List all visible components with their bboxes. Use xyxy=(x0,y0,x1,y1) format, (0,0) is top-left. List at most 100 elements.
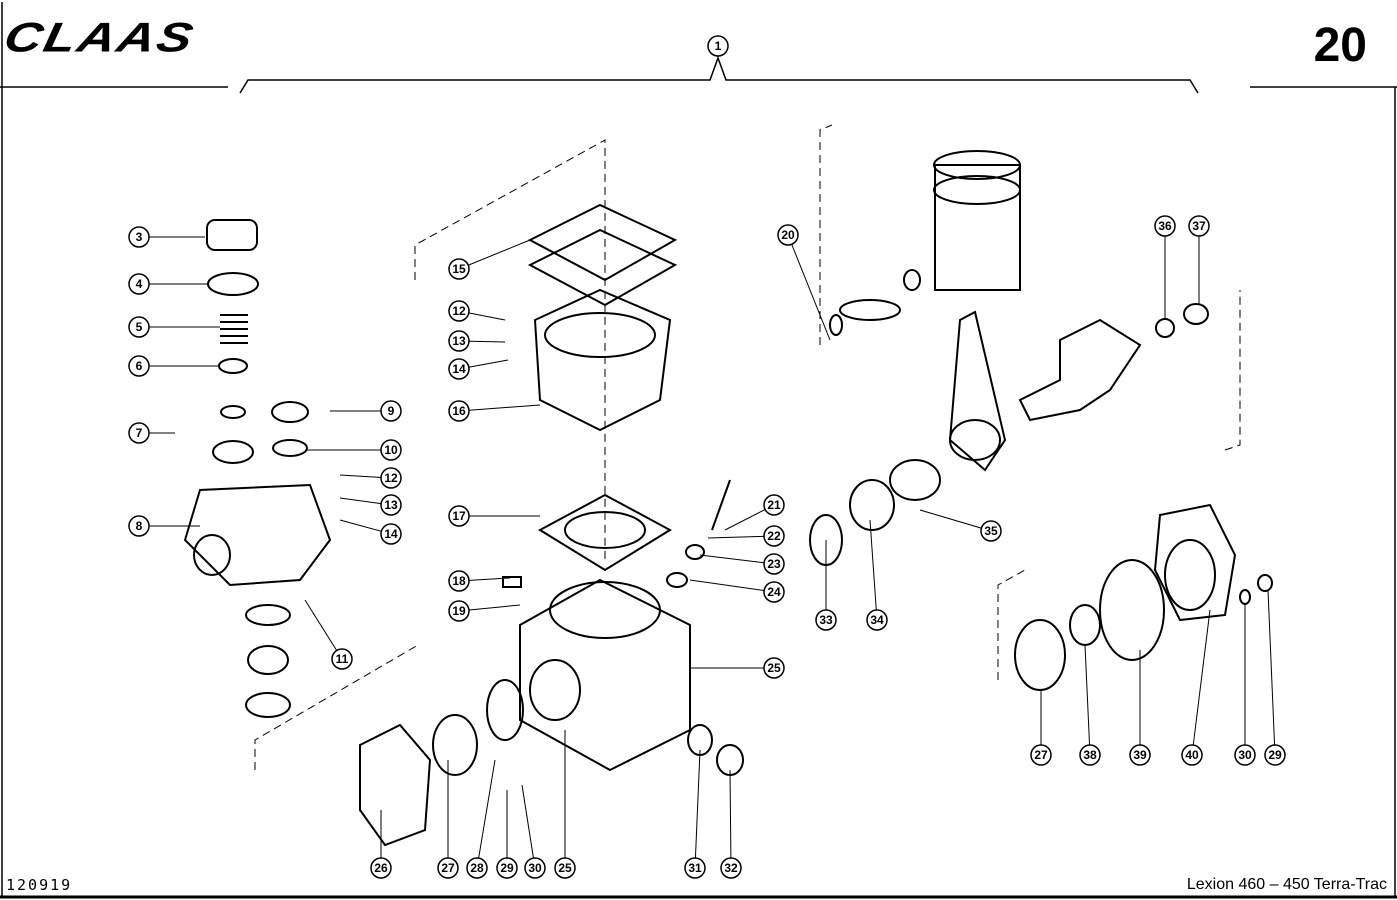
callout-number: 8 xyxy=(136,519,143,533)
callout-26[interactable]: 26 xyxy=(370,857,392,879)
callout-29[interactable]: 29 xyxy=(1264,744,1286,766)
callout-31[interactable]: 31 xyxy=(684,857,706,879)
part-outline xyxy=(549,581,661,639)
callout-28[interactable]: 28 xyxy=(466,857,488,879)
callout-11[interactable]: 11 xyxy=(331,648,353,670)
callout-25[interactable]: 25 xyxy=(554,857,576,879)
callout-19[interactable]: 19 xyxy=(448,600,470,622)
part-outline xyxy=(903,269,921,291)
part-outline xyxy=(502,576,522,588)
part-outline xyxy=(933,150,1021,180)
part-outline xyxy=(537,493,673,572)
part-outline xyxy=(533,288,672,432)
callout-33[interactable]: 33 xyxy=(815,609,837,631)
callout-30[interactable]: 30 xyxy=(1234,744,1256,766)
part-outline xyxy=(1014,619,1066,691)
callouts: 1345678910121314111512131416171819212223… xyxy=(128,35,1286,879)
part-outline xyxy=(245,692,291,718)
callout-12[interactable]: 12 xyxy=(448,300,470,322)
callout-27[interactable]: 27 xyxy=(437,857,459,879)
callout-14[interactable]: 14 xyxy=(448,358,470,380)
callout-number: 31 xyxy=(688,861,702,875)
part-outline xyxy=(432,714,478,776)
callout-25[interactable]: 25 xyxy=(763,657,785,679)
drawing-number: 120919 xyxy=(6,876,73,894)
callout-9[interactable]: 9 xyxy=(380,400,402,422)
part-outline xyxy=(948,310,1007,472)
callout-number: 14 xyxy=(384,527,398,541)
callout-number: 13 xyxy=(384,498,398,512)
callout-number: 23 xyxy=(767,557,781,571)
callout-10[interactable]: 10 xyxy=(380,439,402,461)
callout-29[interactable]: 29 xyxy=(496,857,518,879)
callout-number: 38 xyxy=(1083,748,1097,762)
part-outline xyxy=(245,604,291,626)
callout-number: 29 xyxy=(1268,748,1282,762)
part-outline xyxy=(207,272,259,296)
callout-number: 40 xyxy=(1185,748,1199,762)
callout-20[interactable]: 20 xyxy=(777,224,799,246)
callout-number: 39 xyxy=(1133,748,1147,762)
callout-16[interactable]: 16 xyxy=(448,400,470,422)
callout-15[interactable]: 15 xyxy=(448,258,470,280)
callout-34[interactable]: 34 xyxy=(866,609,888,631)
callout-35[interactable]: 35 xyxy=(980,520,1002,542)
callout-32[interactable]: 32 xyxy=(720,857,742,879)
callout-27[interactable]: 27 xyxy=(1030,744,1052,766)
callout-21[interactable]: 21 xyxy=(763,494,785,516)
callout-14[interactable]: 14 xyxy=(380,523,402,545)
callout-37[interactable]: 37 xyxy=(1188,215,1210,237)
callout-number: 9 xyxy=(388,404,395,418)
callout-3[interactable]: 3 xyxy=(128,226,150,248)
part-outline xyxy=(220,314,248,344)
callout-13[interactable]: 13 xyxy=(380,494,402,516)
callout-39[interactable]: 39 xyxy=(1129,744,1151,766)
leader-line xyxy=(707,535,775,539)
leader-line xyxy=(694,749,701,869)
part-outline xyxy=(1069,604,1101,646)
part-outline xyxy=(1183,303,1209,325)
part-outline xyxy=(711,479,731,531)
callout-5[interactable]: 5 xyxy=(128,316,150,338)
callout-8[interactable]: 8 xyxy=(128,515,150,537)
callout-1[interactable]: 1 xyxy=(707,35,729,57)
callout-18[interactable]: 18 xyxy=(448,570,470,592)
callout-17[interactable]: 17 xyxy=(448,505,470,527)
callout-40[interactable]: 40 xyxy=(1181,744,1203,766)
callout-6[interactable]: 6 xyxy=(128,355,150,377)
callout-38[interactable]: 38 xyxy=(1079,744,1101,766)
callout-24[interactable]: 24 xyxy=(763,581,785,603)
callout-number: 30 xyxy=(1238,748,1252,762)
part-outline xyxy=(272,439,308,457)
callout-number: 16 xyxy=(452,404,466,418)
part-outline xyxy=(1164,539,1216,611)
leader-lines xyxy=(139,46,1276,869)
leader-line xyxy=(919,509,992,532)
part-outline xyxy=(271,401,309,423)
callout-number: 6 xyxy=(136,359,143,373)
callout-number: 3 xyxy=(136,230,143,244)
callout-36[interactable]: 36 xyxy=(1154,215,1176,237)
part-outline xyxy=(519,578,691,772)
part-outline xyxy=(839,299,901,321)
leader-line xyxy=(521,784,536,869)
part-outline xyxy=(564,511,646,549)
callout-4[interactable]: 4 xyxy=(128,273,150,295)
callout-number: 27 xyxy=(1034,748,1048,762)
leader-line xyxy=(869,519,878,621)
callout-number: 33 xyxy=(819,613,833,627)
callout-22[interactable]: 22 xyxy=(763,525,785,547)
part-outline xyxy=(829,314,843,336)
leader-line xyxy=(787,234,831,341)
callout-12[interactable]: 12 xyxy=(380,467,402,489)
callout-7[interactable]: 7 xyxy=(128,422,150,444)
part-outline xyxy=(359,723,432,847)
callout-number: 34 xyxy=(870,613,884,627)
callout-13[interactable]: 13 xyxy=(448,330,470,352)
leader-line xyxy=(458,404,541,412)
callout-23[interactable]: 23 xyxy=(763,553,785,575)
callout-number: 12 xyxy=(452,304,466,318)
callout-30[interactable]: 30 xyxy=(524,857,546,879)
part-outline xyxy=(934,164,1021,291)
